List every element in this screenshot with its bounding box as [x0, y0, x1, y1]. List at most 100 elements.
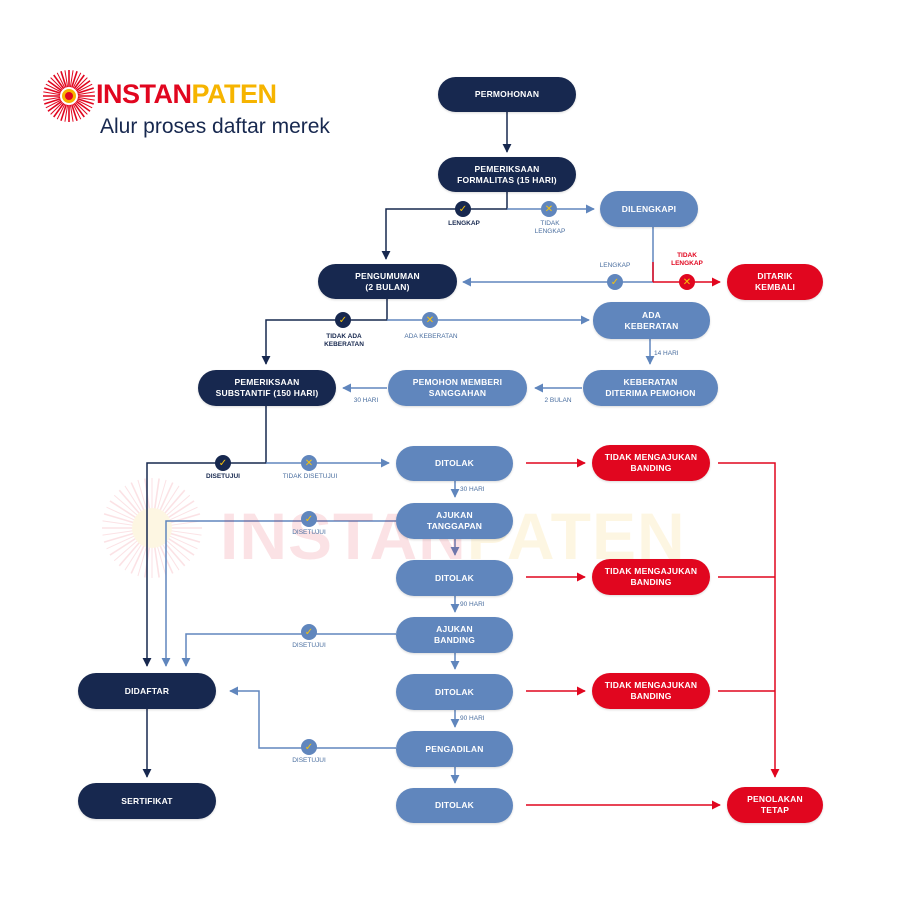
- sun-ray: [163, 489, 186, 515]
- node-ajukan-banding: AJUKAN BANDING: [396, 617, 513, 653]
- sun-ray: [56, 102, 66, 120]
- connector: [381, 192, 508, 260]
- node-pemohon-memberi-sanggahan: PEMOHON MEMBERI SANGGAHAN: [388, 370, 527, 406]
- sun-ray: [74, 100, 91, 112]
- sun-ray: [113, 539, 139, 562]
- sun-ray: [102, 530, 135, 536]
- connector: [261, 299, 388, 365]
- sun-ray: [56, 72, 66, 90]
- node-permohonan: PERMOHONAN: [438, 77, 576, 112]
- sun-ray: [75, 99, 93, 109]
- sun-ray: [109, 500, 138, 519]
- node-keberatan-diterima-pemohon: KEBERATAN DITERIMA PEMOHON: [583, 370, 718, 406]
- sun-ray: [124, 542, 143, 571]
- node-penolakan-tetap: PENOLAKAN TETAP: [727, 787, 823, 823]
- check-icon: ✓: [301, 739, 317, 755]
- connector: [161, 520, 396, 667]
- sun-ray: [163, 541, 186, 567]
- edge-label: TIDAK ADA KEBERATAN: [324, 333, 364, 348]
- sun-ray: [76, 96, 95, 101]
- sun-ray: [73, 101, 85, 118]
- sun-ray: [43, 96, 62, 101]
- sun-ray: [168, 535, 198, 550]
- connector: [181, 633, 396, 667]
- sun-ray: [74, 77, 88, 91]
- sun-ray: [73, 74, 85, 91]
- sun-ray: [137, 479, 148, 511]
- sun-ray: [44, 87, 62, 95]
- sun-ray: [64, 70, 69, 89]
- page-subtitle: Alur proses daftar merek: [100, 115, 330, 138]
- sun-ray: [118, 541, 141, 567]
- connector: [718, 462, 780, 778]
- node-dilengkapi: DILENGKAPI: [600, 191, 698, 227]
- sun-ray: [103, 532, 135, 543]
- node-didaftar: DIDAFTAR: [78, 673, 216, 709]
- watermark-sun-icon: [102, 478, 202, 578]
- sun-ray: [156, 545, 167, 577]
- node-ditarik-kembali: DITARIK KEMBALI: [727, 264, 823, 300]
- sun-ray: [60, 103, 68, 121]
- sun-ray: [118, 489, 141, 515]
- edge-label: DISETUJUI: [292, 642, 326, 649]
- edge-label: LENGKAP: [599, 262, 631, 269]
- check-icon: ✓: [455, 201, 471, 217]
- node-pemeriksaan-substantif: PEMERIKSAAN SUBSTANTIF (150 HARI): [198, 370, 336, 406]
- sun-ray: [47, 80, 64, 92]
- sun-ray: [169, 532, 201, 543]
- sun-ray: [166, 537, 195, 556]
- connector: [142, 406, 267, 667]
- sun-ray: [168, 506, 198, 521]
- sun-ray: [53, 101, 65, 118]
- sun-ray: [74, 101, 88, 115]
- node-pemeriksaan-formalitas: PEMERIKSAAN FORMALITAS (15 HARI): [438, 157, 576, 192]
- sun-ray: [53, 74, 65, 91]
- check-icon: ✓: [215, 455, 231, 471]
- node-ajukan-tanggapan: AJUKAN TANGGAPAN: [396, 503, 513, 539]
- sun-ray: [74, 80, 91, 92]
- sun-ray: [43, 91, 62, 96]
- check-icon: ✓: [301, 511, 317, 527]
- check-icon: ✓: [335, 312, 351, 328]
- sun-ray: [50, 101, 64, 115]
- node-pengumuman: PENGUMUMAN (2 BULAN): [318, 264, 457, 299]
- sun-ray: [60, 71, 68, 89]
- sun-ray: [165, 539, 191, 562]
- sun-burst-icon: [43, 70, 95, 122]
- brand-logo: INSTANPATEN: [96, 79, 277, 110]
- sun-ray: [165, 494, 191, 517]
- edge-label: TIDAK DISETUJUI: [282, 473, 338, 480]
- node-ditolak-4: DITOLAK: [396, 788, 513, 823]
- sun-ray: [69, 70, 74, 89]
- sun-ray: [137, 545, 148, 577]
- edge-label: DISETUJUI: [206, 473, 240, 480]
- node-ada-keberatan: ADA KEBERATAN: [593, 302, 710, 339]
- edge-label: 14 HARI: [654, 350, 679, 357]
- sun-ray: [124, 485, 143, 514]
- cross-icon: ✕: [301, 455, 317, 471]
- sun-ray: [44, 97, 62, 105]
- sun-ray: [70, 103, 78, 121]
- edge-label: 30 HARI: [460, 486, 485, 493]
- sun-ray: [45, 83, 63, 93]
- node-tidak-mengajukan-banding-1: TIDAK MENGAJUKAN BANDING: [592, 445, 710, 481]
- sun-ray: [47, 100, 64, 112]
- logo-text-part2: PATEN: [191, 79, 278, 109]
- sun-ray: [76, 91, 95, 96]
- edge-label: 90 HARI: [460, 715, 485, 722]
- edge-label: 30 HARI: [353, 397, 379, 404]
- edge-label: DISETUJUI: [292, 529, 326, 536]
- cross-icon: ✕: [422, 312, 438, 328]
- sun-ray: [158, 482, 174, 512]
- node-tidak-mengajukan-banding-2: TIDAK MENGAJUKAN BANDING: [592, 559, 710, 595]
- sun-ray: [113, 494, 139, 517]
- check-icon: ✓: [301, 624, 317, 640]
- edge-label: DISETUJUI: [292, 757, 326, 764]
- sun-ray: [106, 506, 136, 521]
- node-tidak-mengajukan-banding-3: TIDAK MENGAJUKAN BANDING: [592, 673, 710, 709]
- sun-ray: [69, 103, 74, 122]
- check-icon: ✓: [607, 274, 623, 290]
- sun-ray: [153, 545, 160, 578]
- cross-icon: ✕: [679, 274, 695, 290]
